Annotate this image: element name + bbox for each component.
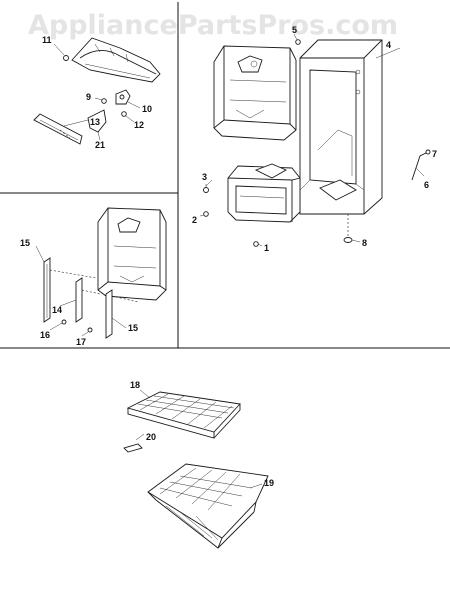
slide-20	[123, 433, 145, 453]
drawer-housing	[227, 163, 301, 223]
callout-8: 8	[362, 238, 367, 248]
freshfood-liner	[213, 45, 297, 141]
callout-16: 16	[40, 330, 50, 340]
callout-15-right: 15	[128, 323, 138, 333]
callout-19: 19	[264, 478, 274, 488]
callout-11: 11	[42, 35, 52, 45]
freezer-liner	[97, 207, 167, 301]
screw-1	[253, 241, 263, 247]
callout-1: 1	[264, 243, 269, 253]
leader-lines	[35, 47, 401, 489]
callout-labels: 11 9 10 12 13 21 5 4 3 2 1 7 6 8 15 14 1…	[20, 25, 437, 488]
callout-15-left: 15	[20, 238, 30, 248]
rail-15-left	[43, 257, 97, 323]
cabinet-4	[299, 39, 383, 215]
callout-21: 21	[95, 140, 105, 150]
screw-3	[203, 184, 209, 193]
wire-basket-19	[147, 463, 269, 549]
callout-17: 17	[76, 337, 86, 347]
top-trim-assembly	[71, 37, 161, 83]
drain-tube-6	[411, 151, 429, 181]
callout-9: 9	[86, 92, 91, 102]
callout-18: 18	[130, 380, 140, 390]
bracket-21	[87, 109, 107, 141]
callout-20: 20	[146, 432, 156, 442]
callout-12: 12	[134, 120, 144, 130]
screw-5	[293, 33, 301, 45]
callout-14: 14	[52, 305, 62, 315]
watermark-text: AppliancePartsPros.com	[28, 10, 398, 41]
hinge-bracket-10	[115, 89, 141, 109]
callout-10: 10	[142, 104, 152, 114]
screw-16	[49, 319, 67, 331]
wire-shelf-18	[126, 391, 241, 439]
leveling-leg-8	[343, 214, 361, 243]
callout-3: 3	[202, 172, 207, 182]
callout-13: 13	[90, 117, 100, 127]
panel-frames	[0, 2, 450, 349]
screw-11	[53, 43, 69, 61]
screw-17	[81, 327, 93, 337]
callout-4: 4	[386, 40, 391, 50]
trim-strip-13	[33, 113, 89, 145]
screw-9	[94, 97, 107, 104]
screw-12	[121, 111, 135, 123]
screw-2	[199, 211, 209, 217]
callout-2: 2	[192, 215, 197, 225]
clip-7	[425, 149, 431, 155]
callout-6: 6	[424, 180, 429, 190]
rail-14	[75, 277, 101, 323]
callout-5: 5	[292, 25, 297, 35]
callout-7: 7	[432, 149, 437, 159]
rail-15-right	[105, 289, 139, 339]
